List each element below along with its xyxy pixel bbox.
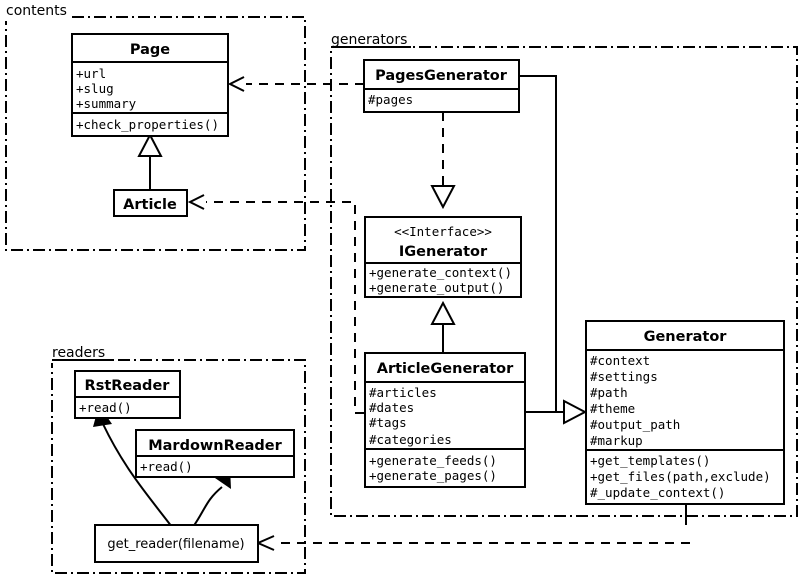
class-rstreader-box[interactable] [74,370,181,419]
class-generator[interactable]: Generator #context #settings #path #them… [585,320,785,505]
package-readers-label-bg [50,346,110,363]
relation-articlegenerator-uses-article-arrowhead [187,194,205,210]
class-article-box[interactable] [113,189,188,217]
class-generator-method: #_update_context() [590,485,725,500]
relation-pagesgenerator-uses-page [227,76,364,92]
relation-pagesgenerator-realizes-igenerator [430,112,456,210]
package-readers-border [51,359,306,574]
class-pagesgenerator[interactable]: PagesGenerator #pages [363,59,520,113]
class-mardownreader-name: MardownReader [148,438,282,454]
relation-articlegenerator-uses-article-line [206,201,364,414]
function-get-reader-box[interactable] [94,524,259,563]
class-generator-attribute: #output_path [590,417,680,432]
class-generator-attribute: #path [590,385,628,400]
class-articlegenerator-attribute: #articles [369,385,437,400]
class-article-name: Article [123,197,177,213]
relation-articlegenerator-realizes-igenerator-arrowhead [430,300,456,325]
class-mardownreader-box[interactable] [135,429,295,478]
package-generators-label: generators [331,32,407,48]
package-generators-label-bg [329,33,411,50]
relation-pagesgenerator-realizes-igenerator-arrowhead [430,185,456,210]
class-page-name: Page [130,42,170,58]
class-generator-box[interactable] [585,320,785,505]
package-generators: generators [329,32,798,517]
class-igenerator-name: IGenerator [399,244,488,260]
relation-generator-uses-get-reader-arrowhead [255,535,275,551]
class-page-method: +check_properties() [76,117,219,132]
class-page-box[interactable] [71,33,229,137]
class-generator-method: +get_files(path,exclude) [590,469,771,484]
relation-articlegenerator-uses-article [187,194,364,414]
class-articlegenerator-name: ArticleGenerator [377,361,514,377]
class-mardownreader-method: +read() [140,459,193,474]
relation-pagesgenerator-to-generator-line [519,75,557,412]
relation-generators-inherit-generator [519,75,588,425]
class-articlegenerator-method: +generate_pages() [369,468,497,483]
class-igenerator-method: +generate_output() [369,280,504,295]
relation-generators-to-generator-arrowhead [563,399,588,425]
class-generator-attribute: #settings [590,369,658,384]
relation-get-reader-creates-rstreader-line [102,423,173,528]
class-pagesgenerator-attribute: #pages [368,92,413,107]
class-page[interactable]: Page +url +slug +summary +check_properti… [71,33,229,137]
class-page-attribute: +url [76,66,106,81]
class-generator-attribute: #theme [590,401,635,416]
package-contents-border [5,16,306,251]
class-articlegenerator[interactable]: ArticleGenerator #articles #dates #tags … [364,352,526,488]
relation-article-inherits-page [137,132,163,190]
class-articlegenerator-method: +generate_feeds() [369,453,497,468]
class-page-attribute: +slug [76,81,114,96]
relation-article-inherits-page-arrowhead [137,132,163,157]
relation-generator-uses-get-reader [255,504,690,551]
package-contents: contents [4,3,306,251]
package-contents-label-bg [4,5,70,21]
package-contents-label: contents [6,3,67,19]
class-igenerator[interactable]: <<Interface>> IGenerator +generate_conte… [364,216,522,298]
class-generator-attribute: #context [590,353,650,368]
class-article[interactable]: Article [113,189,188,217]
class-igenerator-stereotype: <<Interface>> [394,224,492,239]
package-readers-label: readers [52,345,105,361]
class-rstreader-method: +read() [79,400,132,415]
function-get-reader[interactable]: get_reader(filename) [94,524,259,563]
class-articlegenerator-attribute: #categories [369,432,452,447]
class-igenerator-method: +generate_context() [369,265,512,280]
class-articlegenerator-attribute: #dates [369,400,414,415]
function-get-reader-label: get_reader(filename) [107,537,244,552]
class-mardownreader[interactable]: MardownReader +read() [135,429,295,478]
relation-articlegenerator-realizes-igenerator [430,300,456,353]
class-articlegenerator-box[interactable] [364,352,526,488]
class-generator-attribute: #markup [590,433,643,448]
class-rstreader-name: RstReader [85,378,171,394]
class-pagesgenerator-name: PagesGenerator [375,68,508,84]
package-readers: readers [50,345,306,574]
class-articlegenerator-attribute: #tags [369,415,407,430]
class-generator-name: Generator [644,329,728,345]
class-page-attribute: +summary [76,96,137,111]
relation-get-reader-creates-mardownreader-line [192,486,223,528]
relation-pagesgenerator-uses-page-arrowhead [227,76,245,92]
class-igenerator-box[interactable] [364,216,522,298]
class-pagesgenerator-box[interactable] [363,59,520,113]
package-generators-border [330,46,798,517]
class-rstreader[interactable]: RstReader +read() [74,370,181,419]
class-generator-method: +get_templates() [590,453,710,468]
